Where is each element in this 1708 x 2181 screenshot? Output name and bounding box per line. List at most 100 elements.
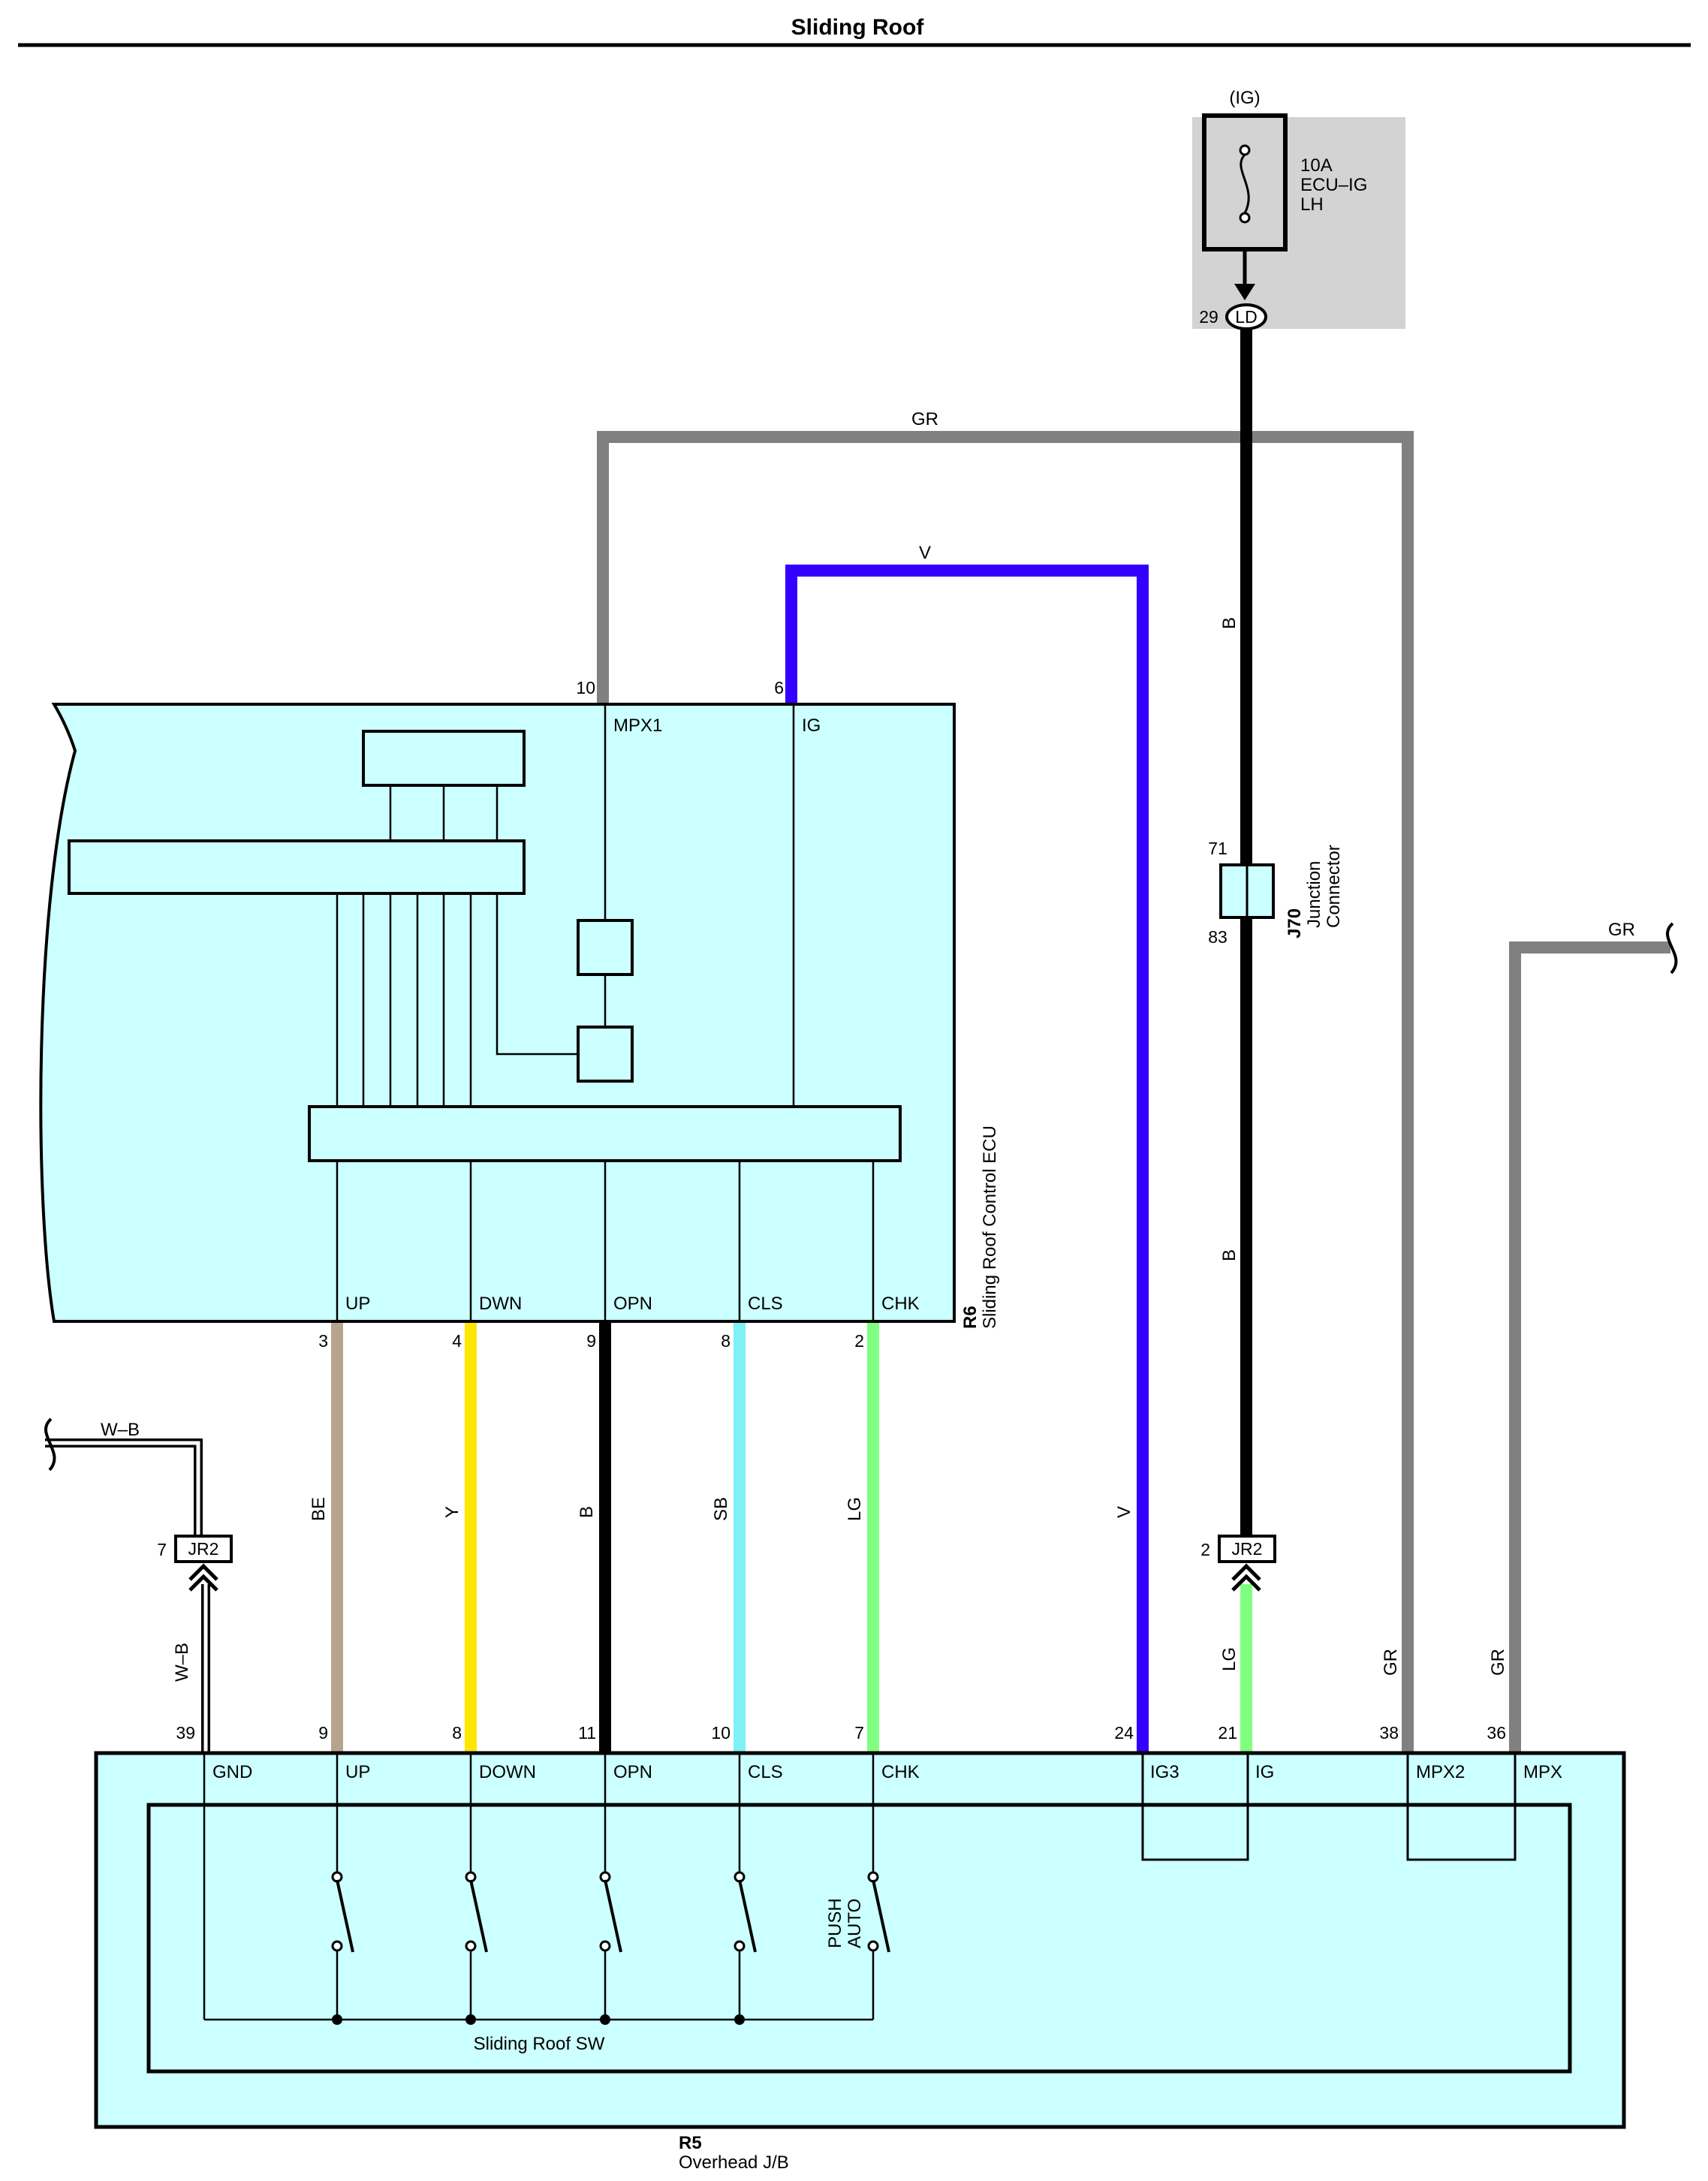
wire-label-gr-mpx2: GR	[1381, 1649, 1401, 1676]
sw-contact	[599, 1940, 611, 1952]
push-auto-label-1: PUSH	[825, 1898, 845, 1948]
jb-pin-ig3-label: IG3	[1150, 1762, 1179, 1782]
jb-pin-ig-number: 21	[1218, 1723, 1237, 1743]
jb-pin-gnd-label: GND	[212, 1762, 252, 1782]
ecu-pin-dwn-number: 4	[452, 1331, 462, 1351]
jr2-connector-right: JR2 2	[1200, 1535, 1276, 1592]
fuse-panel	[1192, 117, 1405, 329]
ecu-block-mpx-b	[577, 1026, 634, 1083]
jr2-right-box	[1218, 1535, 1276, 1563]
jb-pin-up-label: UP	[345, 1762, 370, 1782]
ecu-block-bus	[68, 839, 526, 895]
wire-label-y: Y	[442, 1506, 462, 1518]
sw-junction-dot	[332, 2014, 342, 2025]
junction-name-2: Connector	[1324, 845, 1344, 928]
sw-cls-blade	[738, 1879, 757, 1953]
wire-label-v-top: V	[919, 543, 931, 563]
ecu-block-driver	[308, 1105, 902, 1162]
sw-junction-dot	[734, 2014, 745, 2025]
fuse-terminal-bottom	[1239, 212, 1251, 224]
wire-gr-mpx	[597, 431, 1414, 1753]
page-title: Sliding Roof	[791, 15, 925, 40]
ecu-pin-up-label: UP	[345, 1294, 370, 1314]
jb-pin-ig-label: IG	[1255, 1762, 1274, 1782]
fuse-name: ECU–IG	[1300, 175, 1367, 195]
wire-label-gr-mpx: GR	[1488, 1649, 1508, 1676]
wire-break-right-icon	[1666, 922, 1678, 975]
jb-pin-down-label: DOWN	[479, 1762, 536, 1782]
sw-up-blade	[336, 1879, 354, 1953]
ecu-pin-dwn-label: DWN	[479, 1294, 522, 1314]
fuse-block: (IG) 10A ECU–IG LH LD 29	[1192, 88, 1405, 330]
jb-pin-opn-label: OPN	[613, 1762, 652, 1782]
junction-connector: 71 83 J70 Junction Connector	[1208, 839, 1344, 947]
wire-label-b-upper: B	[1219, 617, 1240, 629]
ecu-block-mpx-a	[577, 919, 634, 976]
jb-pin-mpx2-label: MPX2	[1416, 1762, 1465, 1782]
jr2-left-box	[174, 1535, 233, 1563]
wires	[44, 329, 1678, 1753]
ecu-name: Sliding Roof Control ECU	[980, 1125, 1000, 1329]
wire-label-be: BE	[309, 1497, 329, 1521]
jb-name: Overhead J/B	[679, 2152, 789, 2173]
ecu-pin-mpx1-label: MPX1	[613, 715, 662, 736]
jb-inner-switch	[146, 1803, 1572, 2074]
jb-pin-up-number: 9	[318, 1723, 328, 1743]
jr2-left-chevron-icon	[188, 1563, 218, 1581]
fuse-side: LH	[1300, 194, 1324, 215]
wire-label-b-lower: B	[1219, 1249, 1240, 1261]
wire-label-sb: SB	[711, 1497, 731, 1521]
sw-down-blade	[469, 1879, 488, 1953]
jb-pin-opn-number: 11	[578, 1723, 596, 1743]
jb-pin-cls-label: CLS	[748, 1762, 783, 1782]
ecu-pin-ig-label: IG	[802, 715, 821, 736]
wire-label-wb-top: W–B	[101, 1420, 140, 1440]
ld-connector-label: LD	[1235, 307, 1257, 327]
fuse-arrow-icon	[1234, 284, 1255, 300]
sw-contact	[867, 1940, 879, 1952]
wire-gr-mpx-out	[1509, 941, 1670, 1753]
wire-label-gr-top: GR	[911, 409, 938, 429]
junction-name-1: Junction	[1304, 861, 1324, 928]
ecu-pin-up-number: 3	[318, 1331, 328, 1351]
sw-opn-blade	[604, 1879, 622, 1953]
switch-name: Sliding Roof SW	[474, 2034, 605, 2054]
jb-mpx-bridge	[1406, 1752, 1517, 1861]
overhead-junction-block: PUSH AUTO Sliding Roof SW GND UP DOWN OP…	[94, 1723, 1626, 2173]
wire-label-b-opn: B	[577, 1506, 597, 1518]
wire-v-ig	[785, 565, 1149, 1753]
wire-label-wb-bottom: W–B	[172, 1643, 192, 1682]
wire-label-lg: LG	[845, 1497, 865, 1521]
wire-label-v-side: V	[1114, 1506, 1134, 1518]
junction-id: J70	[1285, 908, 1305, 938]
jr2-right-chevron-icon	[1231, 1574, 1261, 1592]
fuse-element	[1240, 153, 1250, 214]
jb-pin-gnd-number: 39	[176, 1723, 195, 1743]
jb-pin-cls-number: 10	[711, 1723, 730, 1743]
jr2-right-pin: 2	[1200, 1540, 1210, 1559]
sw-contact	[331, 1940, 343, 1952]
jr2-right-chevron-icon	[1231, 1563, 1261, 1581]
wire-wb-ground-inner	[45, 1441, 200, 1539]
jr2-left-chevron-icon	[188, 1574, 218, 1592]
jb-pin-mpx-label: MPX	[1523, 1762, 1562, 1782]
jb-pin-mpx-number: 36	[1487, 1723, 1506, 1743]
jb-pin-ig3-number: 24	[1114, 1723, 1134, 1743]
jr2-left-label: JR2	[188, 1539, 219, 1559]
wire-wb-ground-outer	[45, 1438, 203, 1539]
ecu-pin-opn-number: 9	[586, 1331, 596, 1351]
ecu-pin-mpx1-number: 10	[576, 678, 595, 697]
fuse-rating: 10A	[1300, 155, 1333, 176]
junction-pin-top: 71	[1208, 839, 1228, 858]
jb-pin-down-number: 8	[452, 1723, 462, 1743]
fuse-supply-label: (IG)	[1229, 88, 1260, 108]
ecu-pin-cls-number: 8	[721, 1331, 730, 1351]
sw-junction-dot	[600, 2014, 610, 2025]
sliding-roof-ecu: 10 MPX1 6 IG UP DWN OPN CLS CHK 3 4 9 8 …	[39, 678, 1000, 1351]
sw-contact	[734, 1940, 746, 1952]
ecu-block-upper	[362, 730, 526, 787]
ecu-pin-cls-label: CLS	[748, 1294, 783, 1314]
push-auto-label-2: AUTO	[845, 1899, 865, 1948]
wire-label-gr-right: GR	[1608, 920, 1635, 940]
